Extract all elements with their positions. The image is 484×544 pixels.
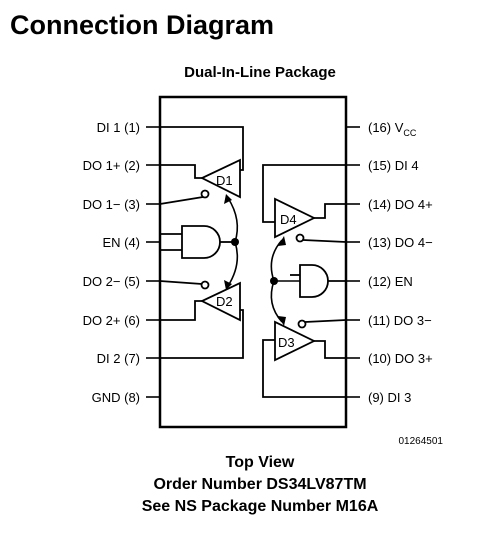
right-pin-stubs [346,126,360,398]
pin-4-label: EN (4) [102,235,140,250]
driver-d1-label: D1 [216,173,233,188]
driver-d4-label: D4 [280,212,297,227]
pin-15-name: DI 4 [395,158,419,173]
pin-16-number: (16) [368,120,391,135]
pin-13-number: (13) [368,235,391,250]
pin-14-number: (14) [368,197,391,212]
footer-order-number: Order Number DS34LV87TM [153,476,367,493]
driver-d3-label: D3 [278,335,295,350]
pin-12-number: (12) [368,274,391,289]
pin-12-label: (12) EN [368,274,413,289]
pin-3-label: DO 1− (3) [83,197,140,212]
driver-d2-label: D2 [216,294,233,309]
driver-d3 [262,319,347,398]
pin-8-label: GND (8) [92,390,140,405]
driver-d4 [262,164,347,243]
pin-10-label: (10) DO 3+ [368,351,433,366]
enable-gate-right [290,264,346,298]
pin-11-name: DO 3− [394,313,432,328]
footer-view: Top View [225,454,295,471]
driver-d1 [159,126,244,205]
pin-6-label: DO 2+ (6) [83,313,140,328]
pin-16-subscript: CC [403,128,416,138]
pin-14-label: (14) DO 4+ [368,197,433,212]
pin-16-name: V [395,120,404,135]
pin-7-label: DI 2 (7) [97,351,140,366]
arrowhead-d2 [224,280,232,290]
enable-arrows-right [270,239,300,323]
pin-11-number: (11) [368,313,390,328]
enable-gate-left [160,225,235,259]
footer-package-number: See NS Package Number M16A [141,498,379,515]
arrowhead-d3 [278,316,286,326]
left-pin-stubs [146,126,160,398]
pin-1-label: DI 1 (1) [97,120,140,135]
pin-11-label: (11) DO 3− [368,313,432,328]
pin-15-number: (15) [368,158,391,173]
pin-13-name: DO 4− [395,235,433,250]
pin-15-label: (15) DI 4 [368,158,419,173]
arrowhead-d1 [224,194,232,204]
pin-9-number: (9) [368,390,384,405]
pin-10-name: DO 3+ [395,351,433,366]
pin-10-number: (10) [368,351,391,366]
pin-16-label: (16) VCC [368,120,417,138]
pin-14-name: DO 4+ [395,197,433,212]
package-label: Dual-In-Line Package [184,64,336,81]
pin-2-label: DO 1+ (2) [83,158,140,173]
arrowhead-d4 [278,236,286,246]
package-body [158,95,348,429]
figure-id: 01264501 [399,436,444,447]
pin-13-label: (13) DO 4− [368,235,433,250]
page-title: Connection Diagram [10,10,275,40]
pin-9-name: DI 3 [388,390,412,405]
driver-d2 [159,280,244,359]
enable-arrows-left [227,197,239,287]
pin-9-label: (9) DI 3 [368,390,411,405]
pin-12-name: EN [395,274,413,289]
pin-5-label: DO 2− (5) [83,274,140,289]
